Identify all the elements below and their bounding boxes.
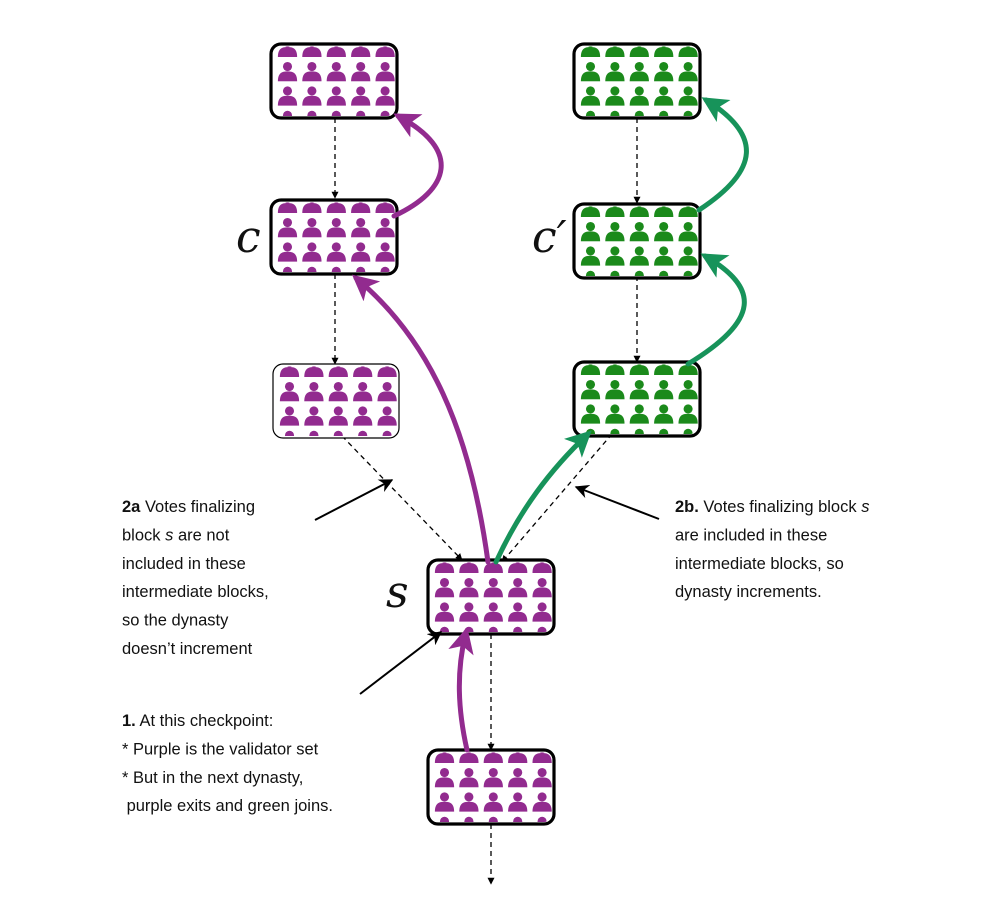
block-purple-bottom — [426, 748, 556, 826]
label-s: s — [386, 567, 409, 618]
note-2b: 2b. Votes finalizing block s are included… — [675, 498, 869, 601]
note-text: are included in these — [675, 526, 827, 544]
vote-arrow-green-c-prime-to-top — [696, 97, 749, 213]
parent-links — [331, 118, 641, 885]
note-text: * But in the next dynasty, — [122, 769, 303, 787]
block-border — [572, 42, 702, 120]
vote-arrow-purple-c-to-top — [391, 113, 444, 219]
note-text: 2b. — [675, 498, 699, 516]
block-border — [426, 558, 556, 636]
block-purple-intermediate — [272, 363, 400, 439]
label-c: c — [236, 212, 261, 263]
note-text: block — [122, 526, 165, 544]
pointer-2a — [314, 479, 394, 521]
note-text: intermediate blocks, so — [675, 555, 844, 573]
note-text: purple exits and green joins. — [122, 797, 333, 815]
link-green-intermediate-to-s — [501, 433, 613, 563]
vote-arrows — [352, 97, 749, 753]
note-text: Votes finalizing block — [699, 498, 861, 516]
vote-arrow-green-s-to-intermediate — [493, 430, 592, 565]
note-text: so the dynasty — [122, 612, 229, 630]
note-text: 2a — [122, 498, 141, 516]
block-purple-top — [269, 42, 399, 120]
label-c-prime: c′ — [532, 212, 567, 263]
vote-arrow-purple-bottom-to-s — [448, 626, 474, 753]
note-text: s — [165, 526, 173, 544]
block-green-c-prime — [572, 202, 702, 280]
block-border — [272, 363, 400, 439]
block-border — [572, 360, 702, 438]
vote-arrow-purple-s-to-c — [352, 274, 491, 565]
block-border — [426, 748, 556, 826]
note-text: s — [861, 498, 869, 516]
block-checkpoint-s — [426, 558, 556, 636]
block-green-top — [572, 42, 702, 120]
note-text: intermediate blocks, — [122, 583, 269, 601]
block-green-intermediate — [572, 360, 702, 438]
block-border — [572, 202, 702, 280]
vote-arrow-green-intermediate-to-c-prime — [685, 253, 747, 367]
note-text: 1. — [122, 712, 136, 730]
block-border — [269, 198, 399, 276]
note-text: dynasty increments. — [675, 583, 822, 601]
block-purple-c — [269, 198, 399, 276]
note-text: included in these — [122, 555, 246, 573]
block-border — [269, 42, 399, 120]
note-text: Votes finalizing — [140, 498, 255, 516]
note-pointers — [314, 479, 660, 695]
pointer-2b — [574, 485, 660, 520]
link-purple-intermediate-to-s — [341, 435, 463, 561]
note-text: At this checkpoint: — [136, 712, 274, 730]
note-1: 1. At this checkpoint: * Purple is the va… — [122, 712, 333, 815]
note-text: * Purple is the validator set — [122, 740, 319, 758]
note-2a: 2a Votes finalizing block s are not includ… — [122, 498, 269, 658]
note-text: doesn’t increment — [122, 640, 253, 658]
pointer-1 — [359, 631, 443, 695]
note-text: are not — [173, 526, 229, 544]
